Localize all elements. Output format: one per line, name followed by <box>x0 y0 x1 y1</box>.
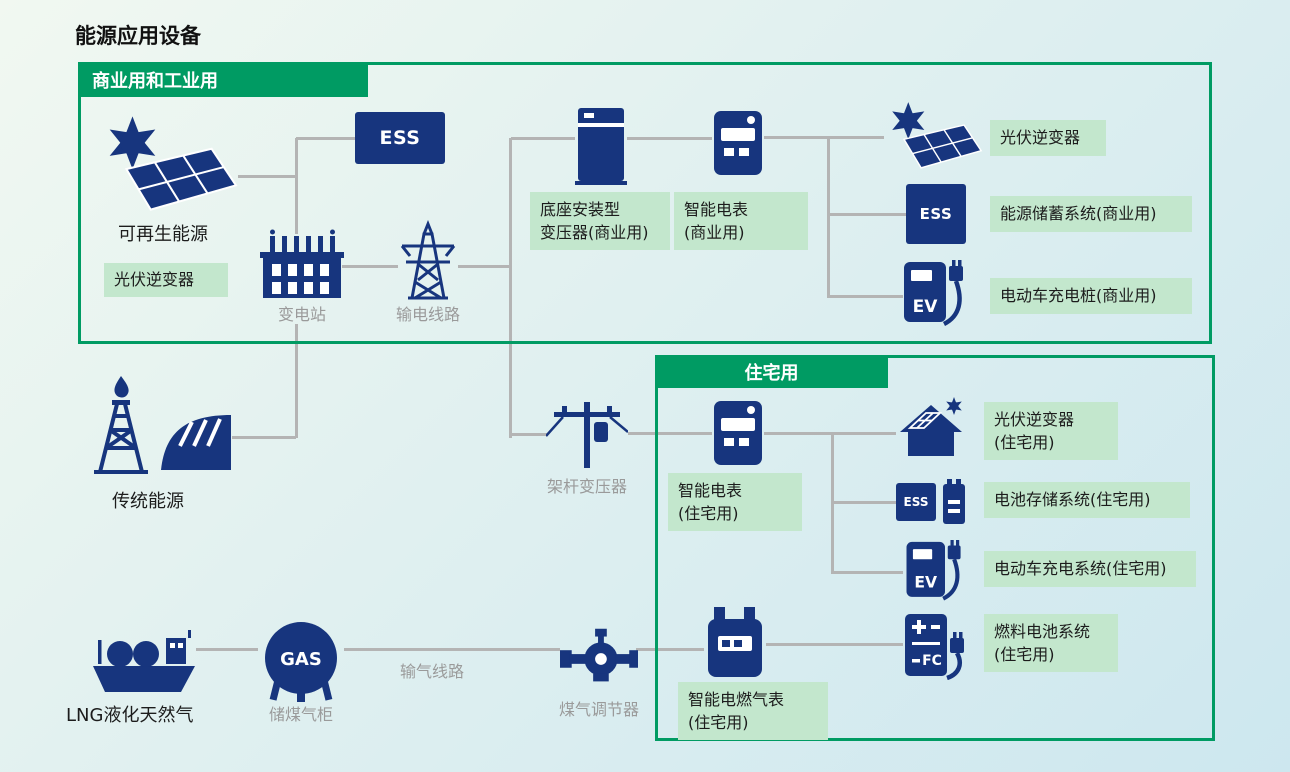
transmission-caption: 输电线路 <box>396 305 461 324</box>
gas-meter-label: 智能电燃气表 (住宅用) <box>678 682 828 740</box>
connector-line <box>196 648 258 651</box>
ess-grid-icon: ESS <box>355 112 445 164</box>
connector-line <box>232 436 296 439</box>
connector-line <box>764 432 896 435</box>
connector-line <box>831 501 898 504</box>
fuel-cell-icon: FC <box>903 612 967 680</box>
battery-icon <box>943 479 965 524</box>
ess-mini-box: ESS <box>896 483 936 521</box>
pole-transformer-icon <box>546 396 628 470</box>
lng-caption: LNG液化天然气 <box>66 705 194 726</box>
solar-house-icon <box>896 396 968 460</box>
gas-tank-icon: GAS <box>258 620 344 702</box>
ess-system-label: 能源储蓄系统(商业用) <box>990 196 1192 232</box>
connector-line <box>628 432 712 435</box>
substation-icon <box>260 226 344 300</box>
battery-system-label: 电池存储系统(住宅用) <box>984 482 1190 518</box>
residential-section-header: 住宅用 <box>655 355 888 388</box>
solar-panel-sun-icon <box>98 112 240 214</box>
smart-meter-residential-label: 智能电表 (住宅用) <box>668 473 802 531</box>
pole-transformer-caption: 架杆变压器 <box>547 477 628 496</box>
gas-icon-text: GAS <box>280 649 322 670</box>
pad-transformer-icon <box>575 105 627 185</box>
traditional-caption: 传统能源 <box>112 491 184 512</box>
page-title: 能源应用设备 <box>75 24 201 48</box>
ev-charger-residential-icon: EV <box>902 540 966 606</box>
connector-line <box>238 175 298 178</box>
ev-icon-text: EV <box>914 574 937 592</box>
connector-line <box>827 213 907 216</box>
ev-system-residential-label: 电动车充电系统(住宅用) <box>984 551 1196 587</box>
oil-derrick-icon <box>86 376 156 476</box>
commercial-section-header: 商业用和工业用 <box>78 62 368 97</box>
smart-meter-icon <box>712 108 764 180</box>
pad-transformer-label: 底座安装型 变压器(商业用) <box>530 192 670 250</box>
pv-inverter-label: 光伏逆变器 <box>104 263 228 297</box>
connector-line <box>511 137 575 140</box>
gas-pipeline-caption: 输气线路 <box>400 662 465 681</box>
gas-regulator-caption: 煤气调节器 <box>559 700 640 719</box>
fc-icon-text: FC <box>922 653 942 669</box>
commercial-section-box <box>78 62 1212 344</box>
connector-line <box>827 137 830 298</box>
connector-line <box>296 137 356 140</box>
gas-tank-caption: 储煤气柜 <box>269 705 334 724</box>
gas-regulator-icon <box>560 626 638 690</box>
smart-meter-label: 智能电表 (商业用) <box>674 192 808 250</box>
lng-ship-icon <box>92 610 196 700</box>
renewable-caption: 可再生能源 <box>118 224 208 245</box>
battery-storage-icon: ESS <box>896 476 972 528</box>
pv-panel-icon <box>884 98 984 172</box>
ess-storage-icon: ESS <box>906 184 966 244</box>
residential-section-box <box>655 355 1215 741</box>
transmission-tower-icon <box>398 220 458 300</box>
ev-icon-text: EV <box>913 297 939 317</box>
connector-line <box>627 137 712 140</box>
connector-line <box>509 138 512 438</box>
ev-system-label: 电动车充电桩(商业用) <box>990 278 1192 314</box>
substation-caption: 变电站 <box>278 305 327 324</box>
connector-line <box>831 571 903 574</box>
gas-meter-icon <box>704 606 766 680</box>
connector-line <box>766 643 903 646</box>
connector-line <box>636 648 704 651</box>
hydro-dam-icon <box>158 410 234 474</box>
connector-line <box>458 265 510 268</box>
connector-line <box>344 648 560 651</box>
pv-inverter-right-label: 光伏逆变器 <box>990 120 1106 156</box>
connector-line <box>342 265 398 268</box>
connector-line <box>827 295 903 298</box>
connector-line <box>764 136 884 139</box>
connector-line <box>511 433 548 436</box>
ev-charger-icon: EV <box>902 260 966 332</box>
connector-line <box>295 138 298 234</box>
pv-inverter-residential-label: 光伏逆变器 (住宅用) <box>984 402 1118 460</box>
connector-line <box>295 324 298 438</box>
fuel-cell-label: 燃料电池系统 (住宅用) <box>984 614 1118 672</box>
smart-meter-residential-icon <box>712 398 764 470</box>
